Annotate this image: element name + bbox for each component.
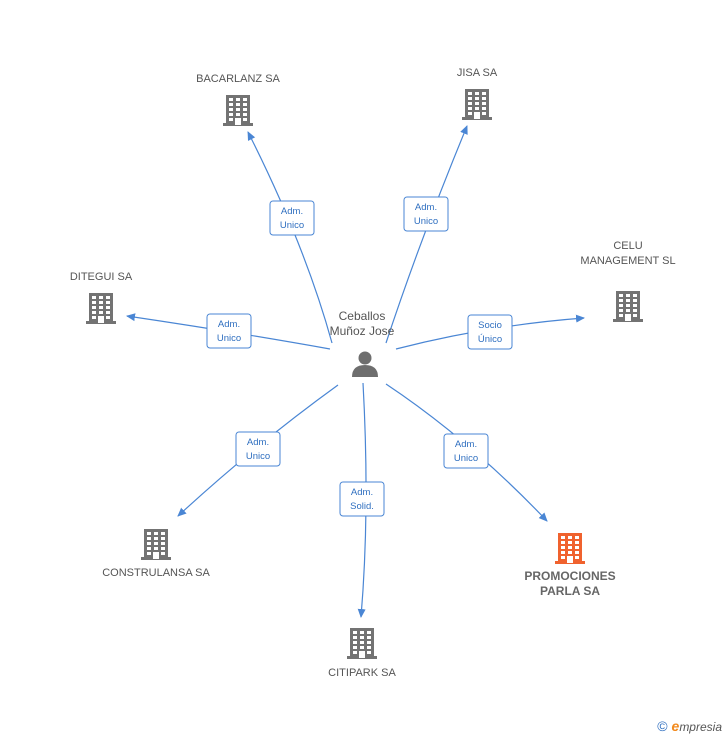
relation-label-text: Adm. (218, 319, 240, 330)
building-icon[interactable] (347, 628, 377, 659)
relation-edge-promociones[interactable]: Adm. Unico (385, 383, 548, 522)
relation-label-text: Adm. (247, 437, 269, 448)
copyright-icon: © (657, 718, 668, 734)
building-icon[interactable] (555, 533, 585, 564)
relation-label-text: Unico (454, 453, 478, 464)
relation-label-text: Unico (217, 333, 241, 344)
relation-label-box (235, 431, 281, 467)
company-label-citipark[interactable]: CITIPARK SA (328, 667, 396, 679)
relation-label-text: Adm. (351, 487, 373, 498)
company-label-promociones[interactable]: PROMOCIONES (524, 569, 615, 583)
company-label-construlansa[interactable]: CONSTRULANSA SA (102, 567, 210, 579)
relation-label-box (467, 314, 513, 350)
relation-arrow (247, 131, 333, 344)
relation-edge-bacarlanz[interactable]: Adm. Unico (247, 131, 333, 344)
relation-label-text: Unico (280, 220, 304, 231)
relation-label-text: Adm. (455, 439, 477, 450)
company-label-celu[interactable]: CELU (613, 240, 642, 252)
company-label-ditegui[interactable]: DITEGUI SA (70, 271, 133, 283)
person-name-line2[interactable]: Muñoz Jose (330, 324, 395, 338)
relation-label-text: Adm. (415, 202, 437, 213)
relation-label-text: Socio (478, 320, 502, 331)
person-name-line1[interactable]: Ceballos (339, 309, 386, 323)
brand-logo-text: mpresia (679, 720, 722, 734)
relation-edge-ditegui[interactable]: Adm. Unico (126, 313, 331, 350)
company-label-promociones[interactable]: PARLA SA (540, 584, 600, 598)
person-icon[interactable] (352, 351, 378, 378)
company-label-jisa[interactable]: JISA SA (457, 67, 498, 79)
relation-label-box (403, 196, 449, 232)
brand-footer: ©empresia (657, 718, 722, 734)
relation-label-box (269, 200, 315, 236)
relation-label-text: Único (478, 334, 502, 345)
building-icon[interactable] (223, 95, 253, 126)
relation-edge-jisa[interactable]: Adm. Unico (385, 125, 468, 344)
building-icon[interactable] (613, 291, 643, 322)
building-icon[interactable] (86, 293, 116, 324)
company-label-bacarlanz[interactable]: BACARLANZ SA (196, 73, 280, 85)
relation-arrow (385, 125, 468, 344)
brand-logo-initial: e (671, 718, 680, 734)
relation-label-text: Unico (414, 216, 438, 227)
relation-label-box (339, 481, 385, 517)
relation-label-text: Solid. (350, 501, 374, 512)
relation-label-box (206, 313, 252, 349)
building-icon[interactable] (462, 89, 492, 120)
relation-edge-construlansa[interactable]: Adm. Unico (177, 384, 339, 517)
relation-edge-citipark[interactable]: Adm. Solid. (339, 382, 385, 618)
relation-label-box (443, 433, 489, 469)
company-label-celu[interactable]: MANAGEMENT SL (580, 255, 675, 267)
building-icon[interactable] (141, 529, 171, 560)
relation-label-text: Adm. (281, 206, 303, 217)
relation-label-text: Unico (246, 451, 270, 462)
